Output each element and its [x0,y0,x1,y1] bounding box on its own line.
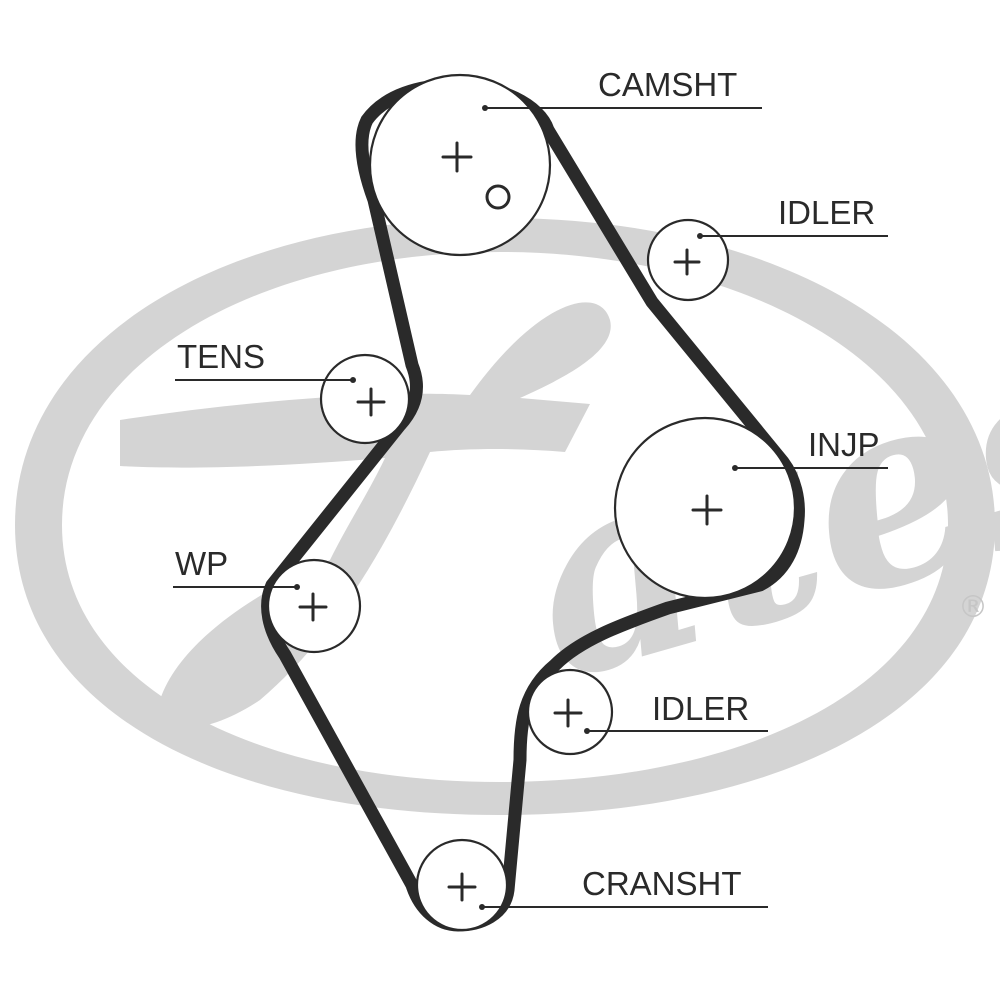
logo-script-g [120,302,611,729]
water-pump-pulley: WP [173,545,362,654]
label-crankshaft: CRANSHT [582,865,742,902]
label-camshaft: CAMSHT [598,66,737,103]
label-idler-bottom: IDLER [652,690,749,727]
label-tensioner: TENS [177,338,265,375]
injection-pump-pulley: INJP [613,416,888,600]
label-injection-pump: INJP [808,426,880,463]
timing-mark [485,184,511,210]
label-water-pump: WP [175,545,228,582]
label-idler-top: IDLER [778,194,875,231]
registered-mark: ® [958,590,988,625]
gates-logo-watermark: ates ® [15,218,1000,815]
idler-top-pulley: IDLER [646,194,888,302]
crankshaft-pulley: CRANSHT [415,838,768,932]
tensioner-pulley: TENS [175,338,411,445]
idler-bottom-pulley: IDLER [526,668,768,756]
camshaft-pulley: CAMSHT [368,66,762,257]
